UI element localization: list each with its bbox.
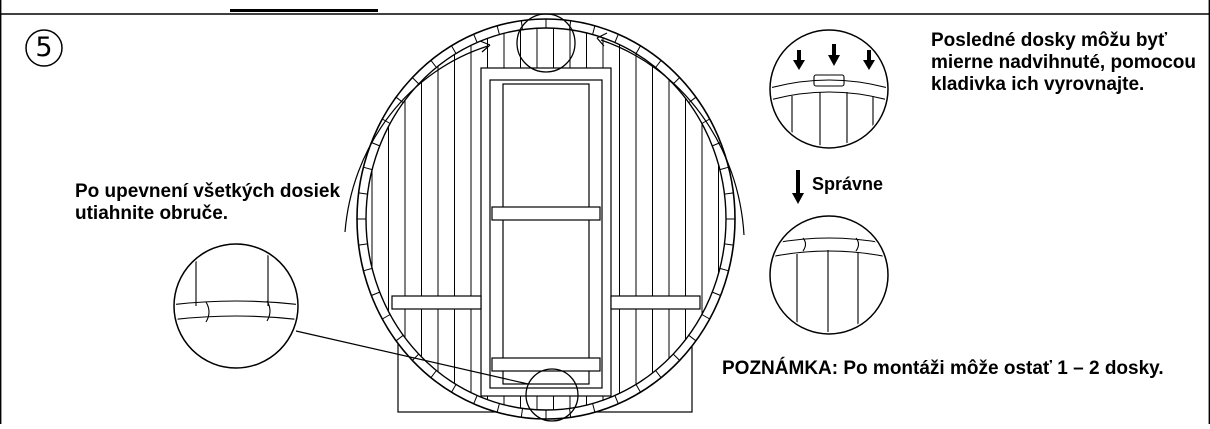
hoop-detail-zoom: [173, 243, 529, 385]
hoop-segment-tick: [719, 166, 729, 171]
aligned-boards-zoom: [769, 215, 889, 335]
barrel-hoop-segments: [357, 19, 735, 419]
hoop-segment-tick: [382, 118, 391, 124]
remark-note: POZNÁMKA: Po montáži môže ostať 1 – 2 do…: [722, 358, 1164, 379]
correct-label: Správne: [812, 174, 884, 194]
hoop-segment-tick: [430, 370, 437, 379]
tighten-hoops-note: Po upevnení všetkých dosiek utiahnite ob…: [75, 181, 341, 225]
hoop-segment-tick: [688, 334, 697, 342]
hoop-segment-tick: [395, 96, 404, 104]
barrel-body: [356, 18, 736, 420]
hoop-segment-tick: [592, 25, 596, 35]
hoop-segment-tick: [614, 34, 619, 43]
hoop-segment-tick: [635, 45, 641, 54]
hoop-segment-tick: [724, 243, 734, 246]
hoop-segment-tick: [496, 403, 500, 413]
hoop-segment-tick: [592, 403, 596, 413]
hoop-segment-tick: [712, 291, 721, 296]
hoop-segment-tick: [358, 192, 368, 195]
hoop-segment-tick: [724, 192, 734, 195]
top-detail-marker: [516, 13, 576, 73]
hoop-segment-tick: [395, 334, 404, 342]
step-number-circle: [25, 29, 63, 67]
hoop-segment-tick: [635, 384, 641, 393]
hoop-segment-tick: [520, 408, 523, 418]
hoop-segment-tick: [614, 395, 619, 404]
hoop-segment-tick: [655, 59, 662, 68]
hoop-segment-tick: [358, 243, 368, 246]
correct-arrow: [792, 170, 804, 204]
step-number: 5: [35, 32, 53, 63]
hoop-segment-tick: [473, 34, 478, 43]
hoop-segment-tick: [451, 45, 457, 54]
hoop-segment-tick: [701, 314, 710, 320]
hoop-segment-tick: [688, 96, 697, 104]
hoop-segment-tick: [412, 77, 420, 85]
hoop-segment-tick: [371, 142, 380, 147]
hoop-segment-tick: [363, 166, 373, 171]
hoop-segment-tick: [473, 395, 478, 404]
tighten-direction-arrows: [344, 32, 745, 236]
hoop-segment-tick: [672, 77, 680, 85]
hoop-segment-tick: [719, 267, 729, 272]
hoop-segment-tick: [412, 353, 420, 361]
bench-slats: [391, 295, 701, 310]
hoop-segment-tick: [430, 59, 437, 68]
raised-boards-zoom: [769, 29, 889, 149]
hoop-segment-tick: [382, 314, 391, 320]
last-boards-note: Posledné dosky môžu byť mierne nadvihnut…: [931, 30, 1196, 96]
hoop-segment-tick: [672, 353, 680, 361]
hoop-segment-tick: [496, 25, 500, 35]
bottom-detail-marker: [525, 368, 579, 422]
hoop-segment-tick: [655, 370, 662, 379]
hoop-segment-tick: [371, 291, 380, 296]
door-frame: [480, 67, 612, 397]
hoop-segment-tick: [363, 267, 373, 272]
hoop-segment-tick: [569, 20, 572, 30]
hoop-segment-tick: [520, 20, 523, 30]
hoop-segment-tick: [451, 384, 457, 393]
